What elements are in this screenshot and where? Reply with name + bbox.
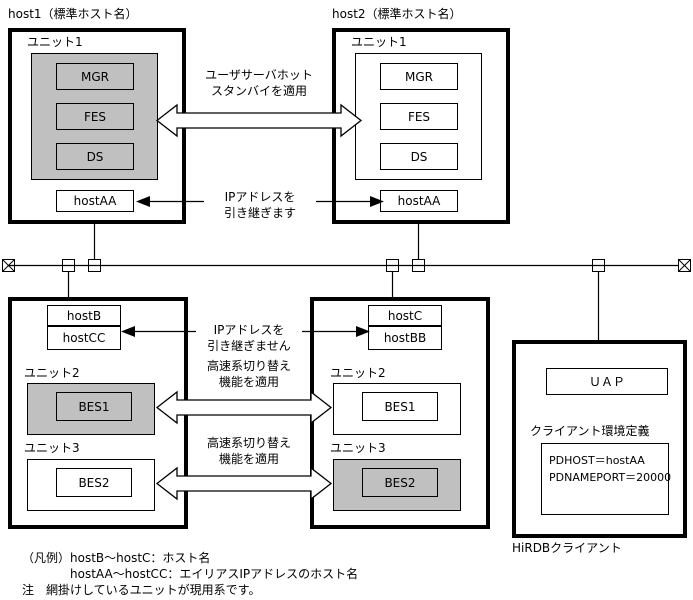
lower-right-unit2-label: ユニット2 [330, 366, 386, 380]
host2-server-fes: FES [380, 103, 458, 130]
lower-left-unit3-label: ユニット3 [24, 441, 80, 455]
host2-unit1-label: ユニット1 [351, 35, 407, 49]
legend-line-2: hostAA〜hostCC：エイリアスIPアドレスのホスト名 [70, 567, 359, 581]
client-env-title: クライアント環境定義 [530, 424, 650, 438]
bus-tap-hostB [62, 259, 75, 272]
fast-switch-a-label-line2: 機能を適用 [218, 375, 279, 389]
host1-unit1-label: ユニット1 [27, 35, 83, 49]
lower-left-alias-hostB: hostB [47, 305, 121, 326]
lower-left-alias-hostCC: hostCC [47, 326, 121, 350]
host2-alias-hostAA: hostAA [380, 190, 458, 212]
host1-title: host1（標準ホスト名） [8, 7, 138, 21]
host1-server-ds: DS [56, 143, 134, 170]
lower-left-server-bes2: BES2 [56, 468, 132, 497]
client-env-box [541, 443, 669, 515]
host2-title: host2（標準ホスト名） [332, 7, 462, 21]
lower-right-unit3-label: ユニット3 [330, 441, 386, 455]
lower-left-unit2-label: ユニット2 [24, 366, 80, 380]
host2-server-mgr: MGR [380, 63, 458, 90]
hot-standby-label-line1: ユーザサーバホット [205, 68, 313, 82]
bus-tap-host1 [88, 259, 101, 272]
ip-takeover-label-line2: 引き継ぎます [223, 206, 296, 220]
bus-tap-host2 [412, 259, 425, 272]
uap-box: ＵＡＰ [546, 368, 668, 395]
bus-terminator-left [2, 259, 15, 272]
fast-switch-b-label-line2: 機能を適用 [218, 452, 279, 466]
legend-line-3: 注 網掛けしているユニットが現用系です。 [22, 583, 261, 597]
legend-line-1: （凡例）hostB〜hostC：ホスト名 [22, 551, 211, 565]
ip-takeover-label-line1: IPアドレスを [224, 190, 296, 204]
client-env-line1: PDHOST＝hostAA [549, 454, 645, 467]
host1-server-fes: FES [56, 103, 134, 130]
ip-no-takeover-label-line2: 引き継ぎません [207, 339, 291, 353]
client-env-line2: PDNAMEPORT＝20000 [549, 471, 672, 484]
lower-right-server-bes2: BES2 [362, 468, 438, 497]
hot-standby-block-arrow [155, 103, 363, 138]
hirdb-client-caption: HiRDBクライアント [512, 541, 622, 555]
host1-server-mgr: MGR [56, 63, 134, 90]
lower-right-alias-hostBB: hostBB [368, 326, 442, 350]
host2-server-ds: DS [380, 143, 458, 170]
lower-right-alias-hostC: hostC [368, 305, 442, 326]
bus-terminator-right [678, 259, 691, 272]
fast-switch-a-label-line1: 高速系切り替え [206, 359, 291, 373]
host1-alias-hostAA: hostAA [56, 190, 134, 212]
bus-tap-hostC [386, 259, 399, 272]
ip-no-takeover-label-line1: IPアドレスを [213, 323, 285, 337]
hot-standby-label-line2: スタンバイを適用 [210, 84, 307, 98]
bus-tap-client [592, 259, 605, 272]
lower-right-server-bes1: BES1 [362, 392, 438, 421]
lower-left-server-bes1: BES1 [56, 392, 132, 421]
fast-switch-b-label-line1: 高速系切り替え [206, 436, 291, 450]
